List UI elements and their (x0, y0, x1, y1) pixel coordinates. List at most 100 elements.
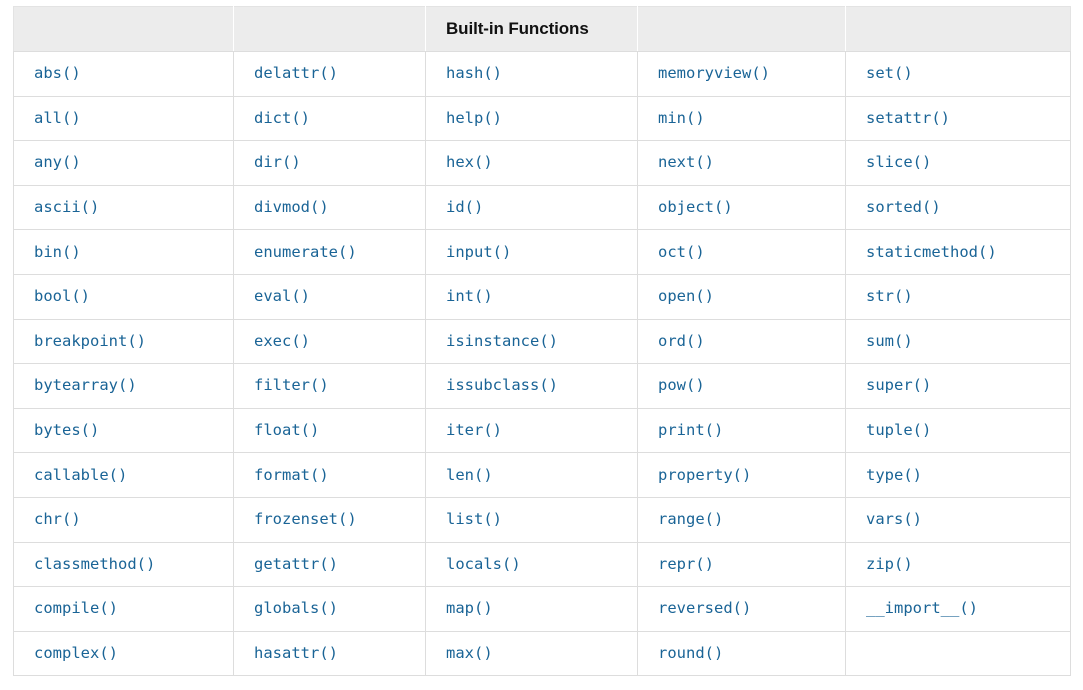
function-link[interactable]: int() (446, 287, 493, 306)
table-cell: frozenset() (233, 496, 426, 543)
table-row: bytearray() filter() issubclass() pow() supe… (13, 363, 1071, 409)
function-link[interactable]: chr() (34, 510, 81, 529)
function-link[interactable]: property() (658, 465, 752, 484)
function-link[interactable]: slice() (866, 153, 932, 172)
function-link[interactable]: open() (658, 287, 714, 306)
function-link[interactable]: bytes() (34, 421, 100, 440)
function-link[interactable]: bin() (34, 242, 81, 261)
function-link[interactable]: any() (34, 153, 81, 172)
function-link[interactable]: ord() (658, 331, 705, 350)
function-link[interactable]: bytearray() (34, 376, 137, 395)
table-cell: next() (637, 140, 846, 186)
function-link[interactable]: breakpoint() (34, 331, 146, 350)
header-cell-1 (13, 6, 234, 52)
function-link[interactable]: issubclass() (446, 376, 558, 395)
function-link[interactable]: compile() (34, 599, 118, 618)
table-row: breakpoint() exec() isinstance() ord() sum() (13, 318, 1071, 365)
function-link[interactable]: set() (866, 64, 913, 83)
table-cell: filter() (233, 363, 426, 409)
function-link[interactable]: float() (254, 421, 320, 440)
function-link[interactable]: max() (446, 644, 493, 663)
function-link[interactable]: abs() (34, 64, 81, 83)
function-link[interactable]: round() (658, 644, 724, 663)
table-cell: sorted() (845, 184, 1071, 231)
table-cell: str() (845, 273, 1071, 320)
function-link[interactable]: ascii() (34, 198, 100, 217)
table-cell: property() (637, 452, 846, 498)
function-link[interactable]: iter() (446, 421, 502, 440)
table-cell: slice() (845, 140, 1071, 186)
function-link[interactable]: hex() (446, 153, 493, 172)
table-row: bool() eval() int() open() str() (13, 273, 1071, 320)
function-link[interactable]: range() (658, 510, 724, 529)
function-link[interactable]: staticmethod() (866, 242, 997, 261)
table-cell: getattr() (233, 541, 426, 588)
function-link[interactable]: oct() (658, 242, 705, 261)
table-row: callable() format() len() property() type() (13, 452, 1071, 498)
table-row: bin() enumerate() input() oct() staticmethod… (13, 229, 1071, 275)
function-link[interactable]: dict() (254, 108, 310, 127)
function-link[interactable]: getattr() (254, 554, 338, 573)
function-link[interactable]: memoryview() (658, 64, 770, 83)
function-link[interactable]: format() (254, 465, 329, 484)
function-link[interactable]: help() (446, 108, 502, 127)
function-link[interactable]: classmethod() (34, 554, 156, 573)
function-link[interactable]: delattr() (254, 64, 338, 83)
function-link[interactable]: __import__() (866, 599, 978, 618)
function-link[interactable]: vars() (866, 510, 922, 529)
function-link[interactable]: callable() (34, 465, 128, 484)
function-link[interactable]: map() (446, 599, 493, 618)
function-link[interactable]: setattr() (866, 108, 950, 127)
function-link[interactable]: min() (658, 108, 705, 127)
function-link[interactable]: frozenset() (254, 510, 357, 529)
table-cell: memoryview() (637, 51, 846, 97)
function-link[interactable]: bool() (34, 287, 90, 306)
function-link[interactable]: divmod() (254, 198, 329, 217)
table-cell: list() (425, 496, 638, 543)
table-cell: ascii() (13, 184, 234, 231)
table-cell: format() (233, 452, 426, 498)
table-cell: complex() (13, 630, 234, 677)
function-link[interactable]: list() (446, 510, 502, 529)
function-link[interactable]: enumerate() (254, 242, 357, 261)
header-cell-5 (845, 6, 1071, 52)
function-link[interactable]: hash() (446, 64, 502, 83)
builtin-functions-table-container: Built-in Functions abs()delattr()hash()m… (13, 6, 1071, 677)
function-link[interactable]: dir() (254, 153, 301, 172)
function-link[interactable]: tuple() (866, 421, 932, 440)
function-link[interactable]: input() (446, 242, 512, 261)
function-link[interactable]: pow() (658, 376, 705, 395)
function-link[interactable]: globals() (254, 599, 338, 618)
table-cell: chr() (13, 496, 234, 543)
function-link[interactable]: sum() (866, 331, 913, 350)
function-link[interactable]: type() (866, 465, 922, 484)
function-link[interactable]: sorted() (866, 198, 941, 217)
function-link[interactable]: locals() (446, 554, 521, 573)
function-link[interactable]: print() (658, 421, 724, 440)
function-link[interactable]: all() (34, 108, 81, 127)
function-link[interactable]: object() (658, 198, 733, 217)
function-link[interactable]: isinstance() (446, 331, 558, 350)
table-cell: globals() (233, 586, 426, 632)
table-cell: max() (425, 630, 638, 677)
table-cell: len() (425, 452, 638, 498)
function-link[interactable]: exec() (254, 331, 310, 350)
table-cell: bin() (13, 229, 234, 275)
table-row: compile() globals() map() reversed() __impor… (13, 586, 1071, 632)
function-link[interactable]: hasattr() (254, 644, 338, 663)
function-link[interactable]: zip() (866, 554, 913, 573)
function-link[interactable]: complex() (34, 644, 118, 663)
table-row: bytes() float() iter() print() tuple() (13, 407, 1071, 454)
function-link[interactable]: repr() (658, 554, 714, 573)
table-cell: oct() (637, 229, 846, 275)
table-cell: __import__() (845, 586, 1071, 632)
function-link[interactable]: len() (446, 465, 493, 484)
function-link[interactable]: id() (446, 198, 484, 217)
function-link[interactable]: next() (658, 153, 714, 172)
table-cell: tuple() (845, 407, 1071, 454)
function-link[interactable]: eval() (254, 287, 310, 306)
function-link[interactable]: super() (866, 376, 932, 395)
function-link[interactable]: filter() (254, 376, 329, 395)
function-link[interactable]: reversed() (658, 599, 752, 618)
function-link[interactable]: str() (866, 287, 913, 306)
